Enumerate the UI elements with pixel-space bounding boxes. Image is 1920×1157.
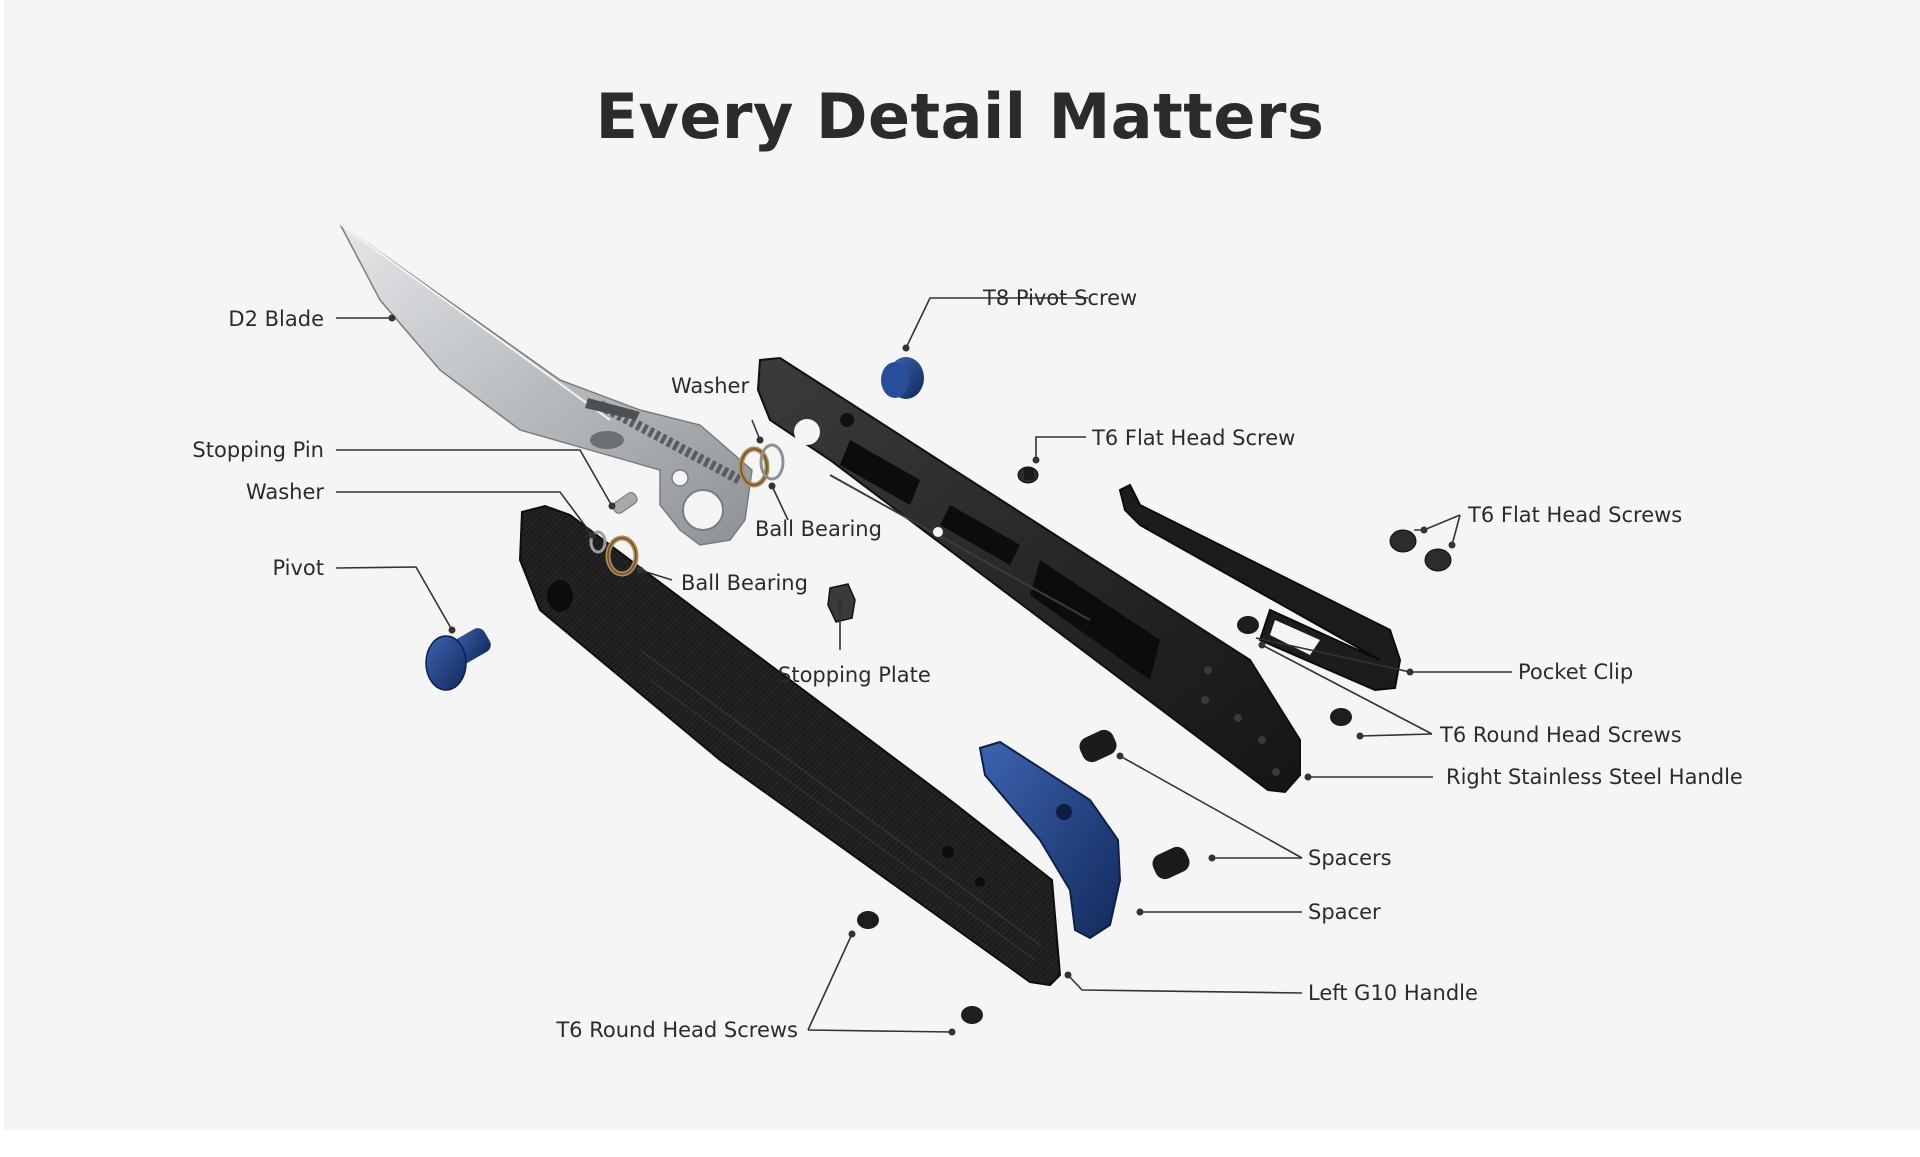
label-t6-flat-head-screws: T6 Flat Head Screws xyxy=(1467,503,1682,527)
d2-blade xyxy=(339,223,753,546)
label-washer-left: Washer xyxy=(246,480,324,504)
label-t6-round-head-screws-right: T6 Round Head Screws xyxy=(1439,723,1682,747)
pocket-clip xyxy=(1118,483,1402,692)
t6-flat-head-screw xyxy=(1017,466,1039,484)
label-t8-pivot-screw: T8 Pivot Screw xyxy=(982,286,1137,310)
background-panel xyxy=(4,0,1920,1130)
t6-round-head-screws-right xyxy=(1237,616,1352,726)
label-stopping-pin: Stopping Pin xyxy=(192,438,324,462)
label-ball-bearing-top: Ball Bearing xyxy=(755,517,882,541)
washer-top xyxy=(759,443,785,481)
label-ball-bearing-bottom: Ball Bearing xyxy=(681,571,808,595)
ball-bearing-bottom xyxy=(605,535,639,577)
stopping-pin xyxy=(612,492,638,514)
label-spacer: Spacer xyxy=(1308,900,1381,924)
label-d2-blade: D2 Blade xyxy=(228,307,324,331)
washer-left xyxy=(589,530,607,554)
page-title: Every Detail Matters xyxy=(595,80,1325,153)
label-pivot: Pivot xyxy=(272,556,324,580)
ball-bearing-top xyxy=(738,446,770,488)
label-t6-flat-head-screw: T6 Flat Head Screw xyxy=(1091,426,1295,450)
t6-round-head-screws-bottom xyxy=(857,911,983,1024)
pivot xyxy=(425,628,491,691)
label-stopping-plate: Stopping Plate xyxy=(778,663,931,687)
spacers xyxy=(1079,729,1190,880)
label-washer-top: Washer xyxy=(671,374,749,398)
left-g10-handle xyxy=(518,504,1062,987)
label-left-g10-handle: Left G10 Handle xyxy=(1308,981,1478,1005)
right-steel-handle xyxy=(756,356,1301,794)
label-right-stainless-steel-handle: Right Stainless Steel Handle xyxy=(1446,765,1743,789)
spacer-blue xyxy=(978,740,1122,940)
t8-pivot-screw xyxy=(881,357,924,399)
label-spacers: Spacers xyxy=(1308,846,1392,870)
label-pocket-clip: Pocket Clip xyxy=(1518,660,1633,684)
leader-lines xyxy=(335,297,1512,1036)
label-t6-round-head-screws-bottom: T6 Round Head Screws xyxy=(555,1018,798,1042)
t6-flat-head-screws xyxy=(1389,529,1452,572)
